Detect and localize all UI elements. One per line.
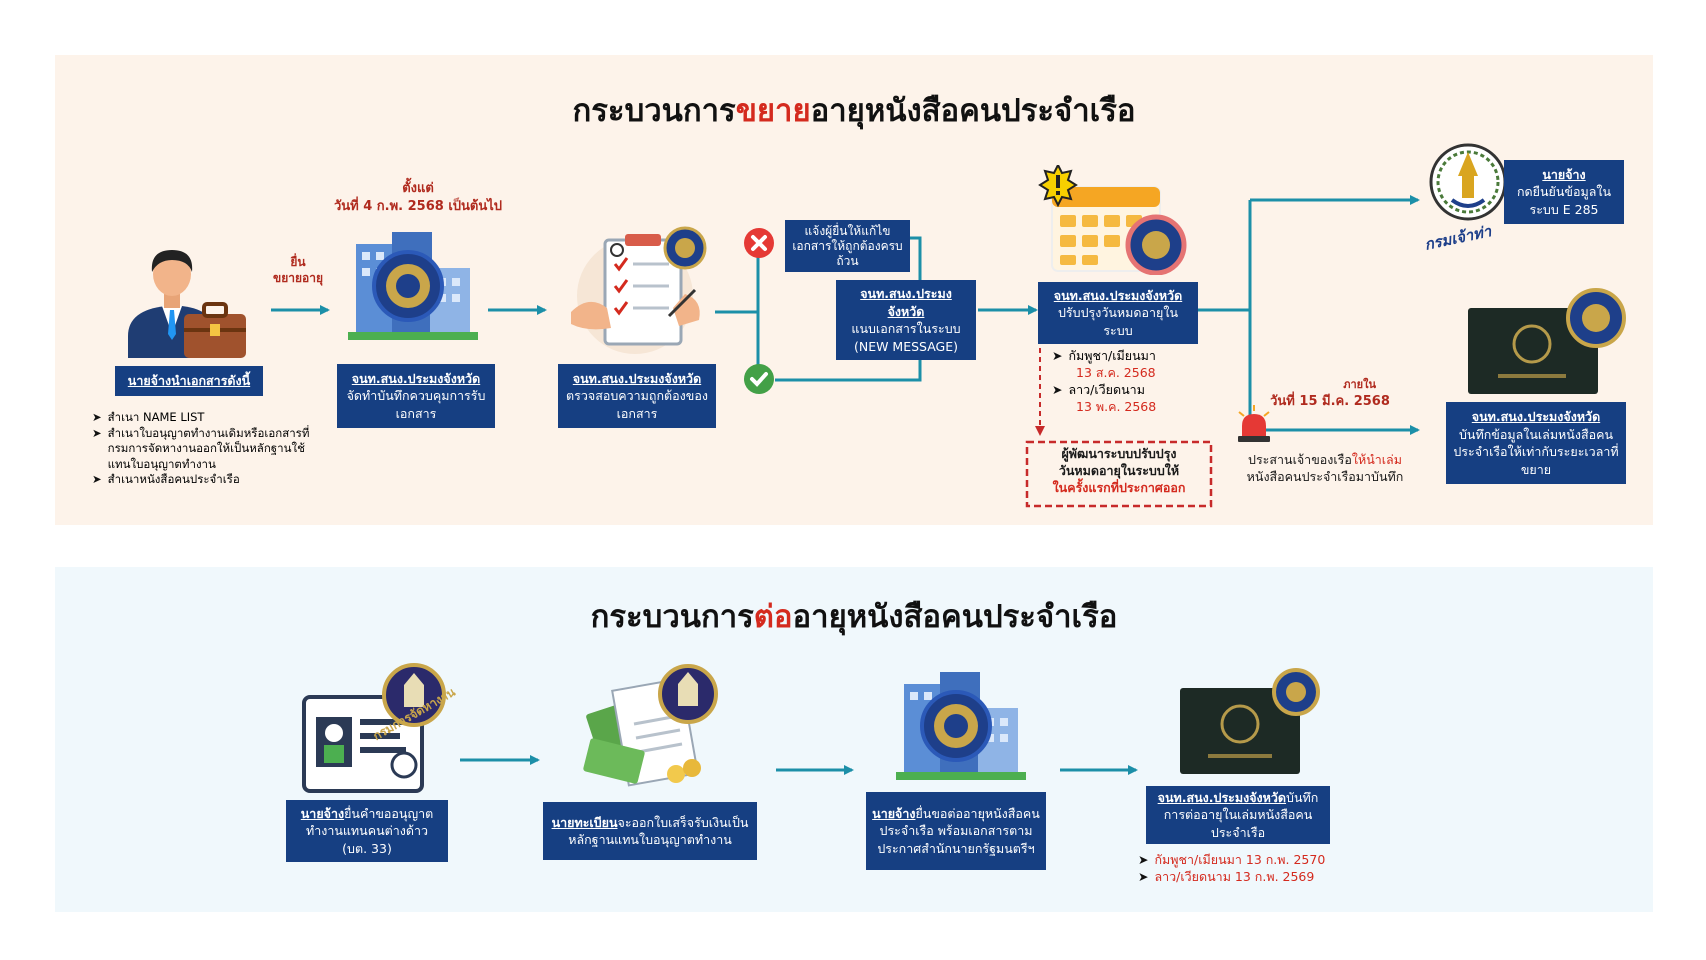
renew-title: กระบวนการต่ออายุหนังสือคนประจำเรือ (590, 599, 1118, 635)
extend-title: กระบวนการขยายอายุหนังสือคนประจำเรือ (572, 93, 1136, 129)
reject-notice-box: แจ้งผู้ยื่นให้แก้ไขเอกสารให้ถูกต้องครบถ้… (785, 220, 910, 272)
list-item: ➤สำเนาหนังสือคนประจำเรือ (92, 472, 240, 487)
list-item: ➤กัมพูชา/เมียนมา 13 ก.พ. 2570 (1138, 852, 1326, 867)
employer-documents-box: นายจ้างนำเอกสารดังนี้ (115, 366, 263, 396)
deadline-note: ภายใน วันที่ 15 มี.ค. 2568 (1270, 378, 1390, 409)
extend-process-panel: กระบวนการขยายอายุหนังสือคนประจำเรือ (55, 55, 1653, 525)
marine-department-seal-icon (1429, 143, 1507, 221)
work-permit-card-icon (302, 663, 446, 793)
renew-country-dates: ➤กัมพูชา/เมียนมา 13 ก.พ. 2570 ➤ลาว/เวียด… (1138, 852, 1378, 886)
attach-documents-box: จนท.สนง.ประมงจังหวัด แนบเอกสารในระบบ (NE… (836, 280, 976, 360)
start-date-note: ตั้งแต่ วันที่ 4 ก.พ. 2568 เป็นต้นไป (333, 181, 503, 214)
list-item: ➤ลาว/เวียดนาม (1052, 381, 1145, 397)
coordinate-owner-note: ประสานเจ้าของเรือให้นำเล่มหนังสือคนประจำ… (1246, 452, 1404, 484)
alarm-siren-icon (1238, 405, 1270, 442)
calendar-warning-icon (1038, 165, 1187, 275)
list-item: ➤ลาว/เวียดนาม 13 ก.พ. 2569 (1138, 868, 1315, 884)
update-expiry-box: จนท.สนง.ประมงจังหวัด ปรับปรุงวันหมดอายุใ… (1038, 282, 1198, 344)
receipt-money-icon (583, 664, 718, 787)
renew-step2-box: นายทะเบียนจะออกใบเสร็จรับเงินเป็นหลักฐาน… (543, 802, 757, 860)
developer-note: ผู้พัฒนาระบบปรับปรุง วันหมดอายุในระบบให้… (1052, 446, 1186, 495)
step-record-control-box: จนท.สนง.ประมงจังหวัด จัดทำบันทึกควบคุมกา… (337, 364, 495, 428)
provincial-office-building-icon (348, 232, 478, 340)
step-verify-box: จนท.สนง.ประมงจังหวัด ตรวจสอบความถูกต้องข… (558, 364, 716, 428)
list-item: ➤สำเนา NAME LIST (92, 410, 205, 424)
employer-document-list: ➤สำเนา NAME LIST ➤สำเนาใบอนุญาตทำงานเดิม… (92, 410, 324, 488)
approve-connector (775, 355, 922, 382)
list-item: ➤สำเนาใบอนุญาตทำงานเดิมหรือเอกสารที่กรมก… (92, 425, 310, 471)
renew-step4-box: จนท.สนง.ประมงจังหวัดบันทึกการต่ออายุในเล… (1146, 786, 1330, 844)
checklist-clipboard-icon (571, 226, 707, 354)
approve-check-icon (744, 364, 774, 394)
seaman-book-icon-2 (1180, 668, 1320, 774)
confirm-e285-box: นายจ้าง กดยืนยันข้อมูลในระบบ E 285 (1504, 160, 1624, 224)
list-item-date: 13 ส.ค. 2568 (1076, 364, 1156, 380)
renew-step3-box: นายจ้างยื่นขอต่ออายุหนังสือคนประจำเรือ พ… (866, 792, 1046, 870)
list-item: ➤กัมพูชา/เมียนมา (1052, 348, 1156, 363)
provincial-office-building-icon-2 (896, 672, 1026, 780)
reject-x-icon (744, 228, 774, 258)
list-item-date: 13 พ.ค. 2568 (1076, 398, 1157, 414)
reject-connector (910, 236, 922, 280)
seaman-book-icon (1468, 288, 1626, 394)
dev-note-frame (1025, 440, 1213, 508)
renew-step1-box: นายจ้างยื่นคำขออนุญาตทำงานแทนคนต่างด้าว … (286, 800, 448, 862)
extend-country-dates: ➤กัมพูชา/เมียนมา 13 ส.ค. 2568 ➤ลาว/เวียด… (1052, 348, 1212, 416)
record-book-box: จนท.สนง.ประมงจังหวัด บันทึกข้อมูลในเล่มห… (1446, 402, 1626, 484)
submit-extend-label: ยื่น ขยายอายุ (273, 255, 323, 286)
businessman-icon (128, 250, 246, 358)
